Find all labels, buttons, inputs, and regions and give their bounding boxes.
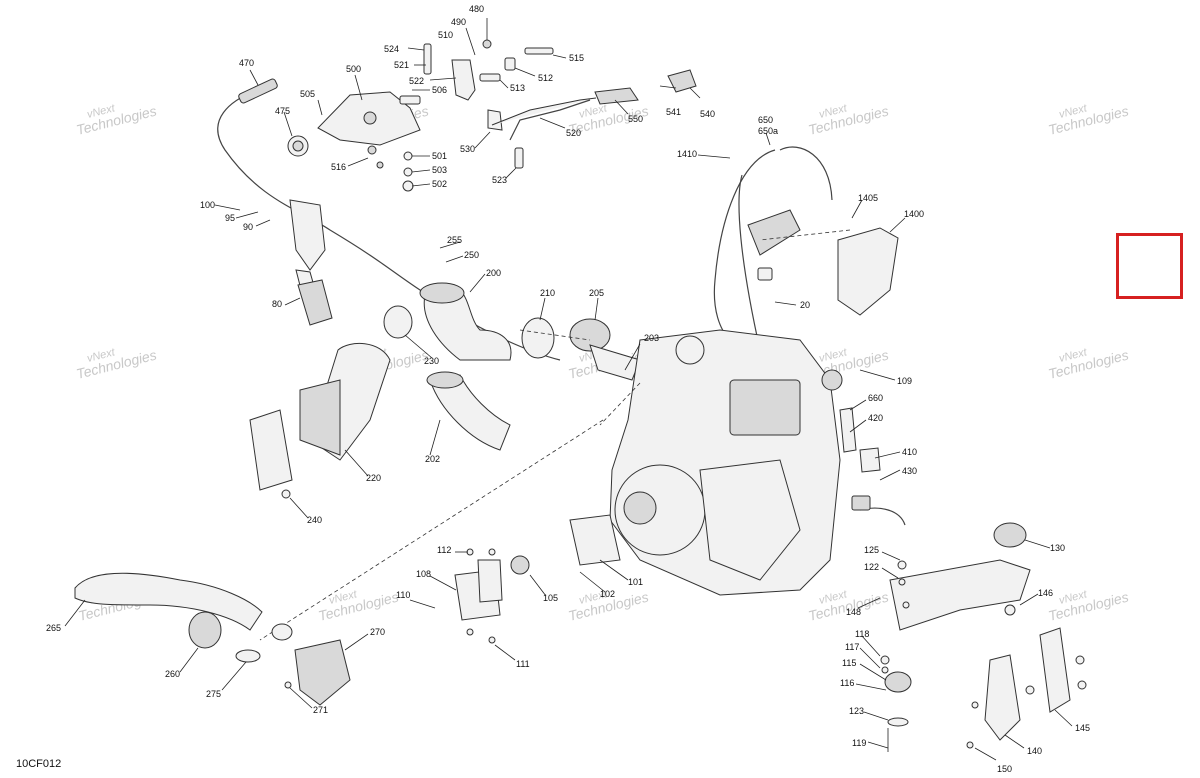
callout-140: 140 <box>1027 746 1042 756</box>
wiring-harness-ecu <box>713 146 899 351</box>
callout-506: 506 <box>432 85 447 95</box>
callout-90: 90 <box>243 222 253 232</box>
callout-100: 100 <box>200 200 215 210</box>
callout-265: 265 <box>46 623 61 633</box>
callout-515: 515 <box>569 53 584 63</box>
watermark-line2: Technologies <box>1047 589 1130 624</box>
callout-220: 220 <box>366 473 381 483</box>
callout-503: 503 <box>432 165 447 175</box>
callout-260: 260 <box>165 669 180 679</box>
callout-523: 523 <box>492 175 507 185</box>
callout-501: 501 <box>432 151 447 161</box>
callout-108: 108 <box>416 569 431 579</box>
callout-250: 250 <box>464 250 479 260</box>
callout-480: 480 <box>469 4 484 14</box>
callout-550: 550 <box>628 114 643 124</box>
callout-660: 660 <box>868 393 883 403</box>
figure-code-label: 10CF012 <box>16 758 62 770</box>
callout-125: 125 <box>864 545 879 555</box>
callout-230: 230 <box>424 356 439 366</box>
air-intake-ducts <box>249 282 641 499</box>
callout-117: 117 <box>845 642 859 652</box>
guide-lines <box>259 229 851 641</box>
callout-122: 122 <box>864 562 879 572</box>
callout-530: 530 <box>460 144 475 154</box>
callout-119: 119 <box>852 738 866 748</box>
callout-148: 148 <box>846 607 861 617</box>
watermark-line2: Technologies <box>1047 347 1130 382</box>
callout-123: 123 <box>849 706 864 716</box>
callout-541: 541 <box>666 107 681 117</box>
callout-521: 521 <box>394 60 409 70</box>
callout-475: 475 <box>275 106 290 116</box>
callout-275: 275 <box>206 689 221 699</box>
callout-118: 118 <box>855 629 869 639</box>
callout-102: 102 <box>600 589 615 599</box>
callout-labels: 480 490 510 524 521 522 515 512 513 470 … <box>46 4 1090 774</box>
callout-115: 115 <box>842 658 856 668</box>
callout-150: 150 <box>997 764 1012 774</box>
callout-200: 200 <box>486 268 501 278</box>
callout-522: 522 <box>409 76 424 86</box>
callout-500: 500 <box>346 64 361 74</box>
callout-524: 524 <box>384 44 399 54</box>
callout-420: 420 <box>868 413 883 423</box>
callout-20: 20 <box>800 300 810 310</box>
callout-650a: 650a <box>758 126 778 136</box>
callout-130: 130 <box>1050 543 1065 553</box>
selection-highlight-box[interactable] <box>1116 233 1183 299</box>
callout-513: 513 <box>510 83 525 93</box>
callout-95: 95 <box>225 213 235 223</box>
engine-block <box>569 329 906 596</box>
callout-1400: 1400 <box>904 209 924 219</box>
callout-1410: 1410 <box>677 149 697 159</box>
callout-270: 270 <box>370 627 385 637</box>
callout-112: 112 <box>437 545 451 555</box>
callout-109: 109 <box>897 376 912 386</box>
callout-650: 650 <box>758 115 773 125</box>
callout-116: 116 <box>840 678 854 688</box>
callout-240: 240 <box>307 515 322 525</box>
throttle-bracket-group <box>317 39 697 192</box>
callout-111: 111 <box>516 659 530 669</box>
callout-520: 520 <box>566 128 581 138</box>
callout-271: 271 <box>313 705 328 715</box>
callout-80: 80 <box>272 299 282 309</box>
engine-mount-brackets <box>454 522 1087 752</box>
watermark-line2: Technologies <box>317 589 400 624</box>
watermark-line2: Technologies <box>1047 103 1130 138</box>
callout-505: 505 <box>300 89 315 99</box>
callout-101: 101 <box>628 577 643 587</box>
callout-510: 510 <box>438 30 453 40</box>
watermark-line2: Technologies <box>75 347 158 382</box>
callout-410: 410 <box>902 447 917 457</box>
callout-210: 210 <box>540 288 555 298</box>
watermark-line2: Technologies <box>75 103 158 138</box>
callout-430: 430 <box>902 466 917 476</box>
watermark-line2: Technologies <box>807 103 890 138</box>
throttle-cable-assembly <box>217 78 561 361</box>
callout-110: 110 <box>396 590 410 600</box>
callout-202: 202 <box>425 454 440 464</box>
callout-146: 146 <box>1038 588 1053 598</box>
leader-lines <box>64 18 1073 761</box>
callout-512: 512 <box>538 73 553 83</box>
callout-490: 490 <box>451 17 466 27</box>
callout-145: 145 <box>1075 723 1090 733</box>
callout-516: 516 <box>331 162 346 172</box>
callout-205: 205 <box>589 288 604 298</box>
callout-105: 105 <box>543 593 558 603</box>
callout-540: 540 <box>700 109 715 119</box>
callout-502: 502 <box>432 179 447 189</box>
exhaust-assembly <box>74 572 351 706</box>
callout-470: 470 <box>239 58 254 68</box>
callout-255: 255 <box>447 235 462 245</box>
callout-1405: 1405 <box>858 193 878 203</box>
callout-203: 203 <box>644 333 659 343</box>
